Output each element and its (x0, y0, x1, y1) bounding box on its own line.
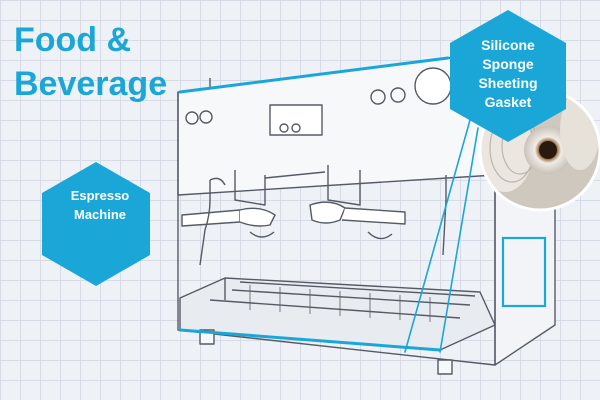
gasket-label-line-3: Sheeting (478, 75, 538, 91)
espresso-label-line-2: Machine (73, 207, 126, 222)
gasket-label-line-4: Gasket (484, 94, 532, 110)
gasket-hexagon (450, 10, 566, 142)
espresso-machine-label: Espresso Machine (40, 186, 160, 224)
espresso-machine-hexagon (42, 162, 150, 286)
gasket-label-line-2: Sponge (482, 56, 534, 72)
gasket-material-label: Silicone Sponge Sheeting Gasket (463, 36, 553, 112)
page-headline: Food & Beverage (14, 18, 167, 106)
gasket-label-line-1: Silicone (481, 37, 535, 53)
headline-line-2: Beverage (14, 65, 168, 103)
gasket-highlight-lines (178, 56, 547, 353)
headline-line-1: Food & (14, 21, 132, 59)
espresso-label-line-1: Espresso (70, 188, 130, 203)
